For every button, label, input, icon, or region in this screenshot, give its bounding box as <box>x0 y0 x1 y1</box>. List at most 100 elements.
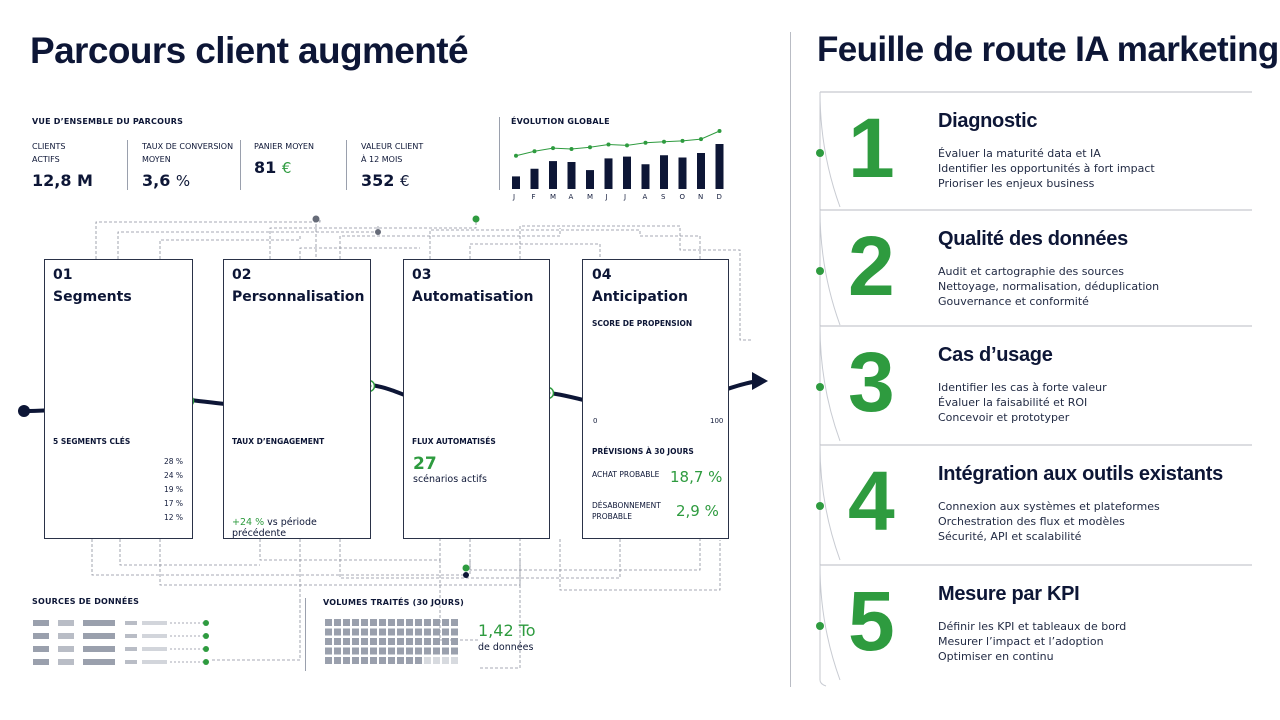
evolution-bar <box>549 161 557 189</box>
volume-cell <box>379 638 386 645</box>
evolution-bar <box>512 176 520 189</box>
volume-cell <box>424 628 431 636</box>
evolution-bar <box>678 157 687 189</box>
volume-cell <box>352 628 359 636</box>
step-title: Intégration aux outils existants <box>938 463 1223 485</box>
engagement-note: +24 % vs période précédente <box>232 517 317 539</box>
volume-cell <box>352 657 359 664</box>
evolution-bar <box>530 168 539 189</box>
volume-cell <box>397 638 404 645</box>
card-number: 04 <box>592 267 612 283</box>
volume-cell <box>325 628 332 636</box>
card-number: 03 <box>412 267 432 283</box>
step-curve <box>819 325 841 442</box>
volume-cell <box>343 647 350 655</box>
evolution-month-label: J <box>513 193 516 201</box>
evolution-point <box>625 143 629 148</box>
source-node <box>203 633 209 639</box>
kpi-divider <box>346 140 347 190</box>
step-description-line: Mesurer l’impact et l’adoption <box>938 635 1104 648</box>
volume-cell <box>325 657 332 664</box>
volume-cell <box>433 638 440 645</box>
score-axis-min: 0 <box>593 417 598 425</box>
volume-cell <box>379 619 386 626</box>
volume-cell <box>325 638 332 645</box>
kpi-basket: PANIER MOYEN 81 € <box>254 140 344 177</box>
segment-value: 19 % <box>164 485 184 494</box>
evolution-point <box>532 149 537 154</box>
kpi-clv: VALEUR CLIENT À 12 MOIS 352 € <box>361 140 461 190</box>
volume-cell <box>415 638 422 645</box>
volume-cell <box>406 647 413 655</box>
evolution-month-label: J <box>624 193 627 201</box>
volume-cell <box>388 638 395 645</box>
forecast-value: 2,9 % <box>676 502 719 520</box>
step-description-line: Sécurité, API et scalabilité <box>938 530 1082 543</box>
evolution-month-label: N <box>698 193 704 201</box>
connector-line <box>269 220 477 259</box>
step-description-line: Évaluer la faisabilité et ROI <box>938 396 1088 409</box>
volume-cell <box>361 647 368 655</box>
connector-line <box>559 539 721 591</box>
connector-node <box>312 215 320 223</box>
card-anticipation: 04 Anticipation SCORE DE PROPENSION 0 10… <box>582 259 729 539</box>
connector-node <box>375 229 381 235</box>
volume-cell <box>415 619 422 626</box>
volume-cell <box>370 638 377 645</box>
card-number: 02 <box>232 267 252 283</box>
connector-line <box>91 539 471 576</box>
volume-cell <box>424 647 431 655</box>
flow-label: scénarios actifs <box>413 474 487 485</box>
volume-cell <box>433 657 440 664</box>
overview-heading: VUE D’ENSEMBLE DU PARCOURS <box>32 117 184 126</box>
kpi-clients: CLIENTS ACTIFS 12,8 M <box>32 140 122 190</box>
step-node <box>816 149 824 157</box>
volume-cell <box>379 657 386 664</box>
flow-count: 27 <box>413 454 437 474</box>
source-block <box>142 647 167 651</box>
connector-line <box>259 539 441 561</box>
kpi-label: VALEUR CLIENT <box>361 142 424 151</box>
evolution-line <box>515 130 720 157</box>
kpi-label: MOYEN <box>142 155 171 164</box>
volume-cell <box>334 657 341 664</box>
volume-cell <box>442 628 449 636</box>
connector-node <box>463 572 469 578</box>
evolution-month-label: M <box>587 193 594 201</box>
step-curve <box>819 564 841 681</box>
volume-cell <box>352 619 359 626</box>
card-subheading: TAUX D’ENGAGEMENT <box>232 437 325 446</box>
forecast-value: 18,7 % <box>670 468 723 486</box>
connector-line <box>117 226 379 259</box>
card-subheading: FLUX AUTOMATISÉS <box>412 437 496 446</box>
volume-cell <box>397 628 404 636</box>
source-block <box>58 646 74 652</box>
connector-line <box>119 539 260 566</box>
volume-cell <box>388 647 395 655</box>
volume-cell <box>325 619 332 626</box>
step-description-line: Nettoyage, normalisation, déduplication <box>938 280 1160 293</box>
card-title: Personnalisation <box>232 289 365 305</box>
volume-cell <box>370 647 377 655</box>
evolution-point <box>643 140 648 145</box>
source-block <box>58 633 74 639</box>
volume-cell <box>442 647 449 655</box>
evolution-point <box>717 129 722 133</box>
volume-cell <box>433 619 440 626</box>
volume-cell <box>370 657 377 664</box>
kpi-value: 81 € <box>254 158 292 177</box>
volume-cell <box>352 638 359 645</box>
volume-cell <box>415 647 422 655</box>
source-block <box>33 620 49 626</box>
volume-cell <box>397 657 404 664</box>
source-block <box>83 646 115 652</box>
card-subheading: 5 SEGMENTS CLÉS <box>53 437 131 446</box>
volume-cell <box>451 647 458 655</box>
step-curve <box>819 444 841 561</box>
step-description-line: Identifier les cas à forte valeur <box>938 381 1107 394</box>
step-node <box>816 622 824 630</box>
volumes-heading: VOLUMES TRAITÉS (30 JOURS) <box>323 598 465 607</box>
